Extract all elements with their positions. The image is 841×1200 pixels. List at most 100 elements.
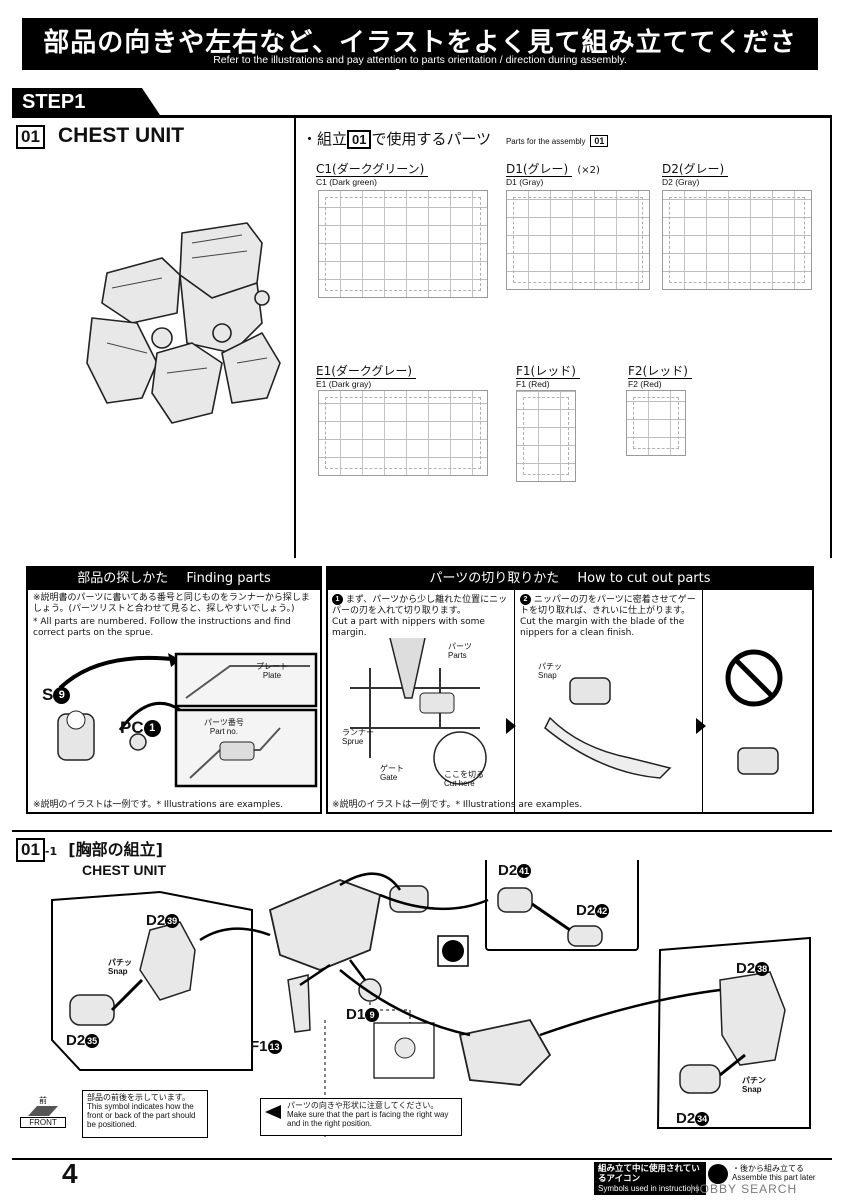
sprue-d1-sub: D1 (Gray)	[506, 177, 544, 187]
front-symbol-icon	[28, 1106, 58, 1116]
cutting-snap-jp: パチッ	[538, 662, 562, 671]
cutting-header: パーツの切り取りかた How to cut out parts	[328, 568, 812, 590]
orientation-note-en: Make sure that the part is facing the ri…	[287, 1110, 449, 1128]
footer-symbols-jp: 組み立て中に使用されているアイコン	[598, 1164, 700, 1184]
cutting-parts-jp: パーツ	[448, 642, 472, 651]
cutting-divider-1	[514, 590, 515, 812]
cutting-gate-en: Gate	[380, 773, 398, 782]
section-01-1-title-en: CHEST UNIT	[82, 862, 166, 878]
section-01-1-rule	[12, 830, 832, 832]
section-01-1-title-jp: [胸部の組立]	[68, 840, 163, 859]
sprue-c1: C1(ダークグリーン) C1 (Dark green)	[316, 158, 429, 187]
cutting-title-en: How to cut out parts	[577, 571, 711, 586]
front-note-box: 部品の前後を示しています。 This symbol indicates how …	[82, 1090, 208, 1138]
parts-heading-num: 01	[347, 130, 372, 149]
page-number: 4	[62, 1158, 78, 1189]
cutting-divider-2	[702, 590, 703, 812]
label-f1-13-text: F1	[250, 1038, 268, 1055]
front-note-en: This symbol indicates how the front or b…	[87, 1102, 196, 1129]
sprue-f2-label: F2(レッド)	[628, 365, 692, 379]
label-d2-41-num: 41	[517, 864, 532, 879]
cutting-step1-num: 1	[332, 594, 343, 605]
label-d2-35-text: D2	[66, 1032, 86, 1049]
front-icon-jp: 前	[39, 1096, 47, 1105]
section-01-1-sub: -1	[44, 845, 58, 858]
snap-label-right-en: Snap	[742, 1085, 762, 1094]
sprue-c1-image	[318, 190, 488, 298]
finding-text-en: * All parts are numbered. Follow the ins…	[33, 617, 291, 638]
finding-title-jp: 部品の探しかた	[77, 571, 169, 586]
sprue-f1-image	[516, 390, 576, 482]
section-divider	[294, 118, 296, 558]
label-d2-38-num: 38	[755, 962, 770, 977]
snap-label-left-en: Snap	[108, 967, 128, 976]
sprue-d1-image	[506, 190, 650, 290]
footer-later-jp: ・後から組み立てる	[732, 1164, 804, 1173]
label-d2-38-text: D2	[736, 960, 756, 977]
snap-label-right: パチン Snap	[742, 1076, 766, 1094]
finding-parts-header: 部品の探しかた Finding parts	[28, 568, 320, 590]
sprue-c1-label: C1(ダークグリーン)	[316, 163, 429, 177]
cutting-parts-en: Parts	[448, 651, 467, 660]
parts-heading-en-num: 01	[590, 135, 609, 147]
chest-assembly-illustration	[51, 860, 811, 1140]
sprue-f1-sub: F1 (Red)	[516, 379, 550, 389]
header-banner: 部品の向きや左右など、イラストをよく見て組み立ててください。 Refer to …	[22, 18, 818, 95]
finding-title-en: Finding parts	[186, 571, 271, 586]
finding-text-jp: ※説明書のパーツに書いてある番号と同じものをランナーから探しましょう。(パーツリ…	[33, 593, 310, 614]
label-d1-9-num: 9	[365, 1008, 380, 1023]
finding-partno-label: パーツ番号 Part no.	[204, 718, 244, 736]
orientation-note-box: パーツの向きや形状に注意してください。 Make sure that the p…	[260, 1098, 462, 1136]
footer-later-en: Assemble this part later	[732, 1173, 816, 1182]
cutting-snap-en: Snap	[538, 671, 557, 680]
step-bar	[12, 88, 832, 118]
cutting-cut-en: Cut here	[444, 779, 475, 788]
front-note-jp: 部品の前後を示しています。	[87, 1093, 190, 1102]
cutting-gate-jp: ゲート	[380, 764, 404, 773]
sprue-d2-sub: D2 (Gray)	[662, 177, 700, 187]
snap-label-right-jp: パチン	[742, 1076, 766, 1085]
cutting-cut-label: ここを切る Cut here	[444, 770, 484, 788]
front-icon-en: FRONT	[20, 1117, 66, 1128]
assemble-later-icon	[708, 1164, 728, 1184]
cutting-parts-label: パーツ Parts	[448, 642, 472, 660]
snap-label-left-jp: パチッ	[108, 958, 132, 967]
finding-partno-jp: パーツ番号	[204, 718, 244, 727]
orientation-arrow-icon	[265, 1105, 281, 1119]
sprue-e1: E1(ダークグレー) E1 (Dark gray)	[316, 360, 417, 389]
cutting-footnote: ※説明のイラストは一例です。* Illustrations are exampl…	[332, 800, 583, 810]
sprue-f2-sub: F2 (Red)	[628, 379, 662, 389]
sprue-f2-image	[626, 390, 686, 456]
finding-plate-label: プレート Plate	[256, 662, 288, 680]
cutting-step1-jp: まず、パーツから少し離れた位置にニッパーの刃を入れて切り取ります。	[332, 595, 508, 616]
cutting-step2-num: 2	[520, 594, 531, 605]
label-d2-42-text: D2	[576, 902, 596, 919]
cutting-gate-label: ゲート Gate	[380, 764, 404, 782]
label-d1-9-text: D1	[346, 1006, 366, 1023]
snap-label-left: パチッ Snap	[108, 958, 132, 976]
section-01-heading: 01 CHEST UNIT	[16, 124, 184, 149]
cutting-runner-label: ランナー Sprue	[342, 728, 374, 746]
orientation-note-jp: パーツの向きや形状に注意してください。	[287, 1101, 439, 1110]
parts-heading-suffix: で使用するパーツ	[371, 130, 492, 148]
finding-footnote: ※説明のイラストは一例です。* Illustrations are exampl…	[33, 800, 284, 810]
cutting-runner-en: Sprue	[342, 737, 364, 746]
section-01-1-number: 01	[16, 838, 45, 862]
finding-plate-en: Plate	[262, 671, 282, 680]
cutting-cut-jp: ここを切る	[444, 770, 484, 779]
section-title: CHEST UNIT	[58, 124, 185, 147]
label-d2-42-num: 42	[595, 904, 610, 919]
cutting-snap-label: パチッ Snap	[538, 662, 562, 680]
footer-symbols-tag: 組み立て中に使用されているアイコン Symbols used in instru…	[594, 1162, 706, 1195]
